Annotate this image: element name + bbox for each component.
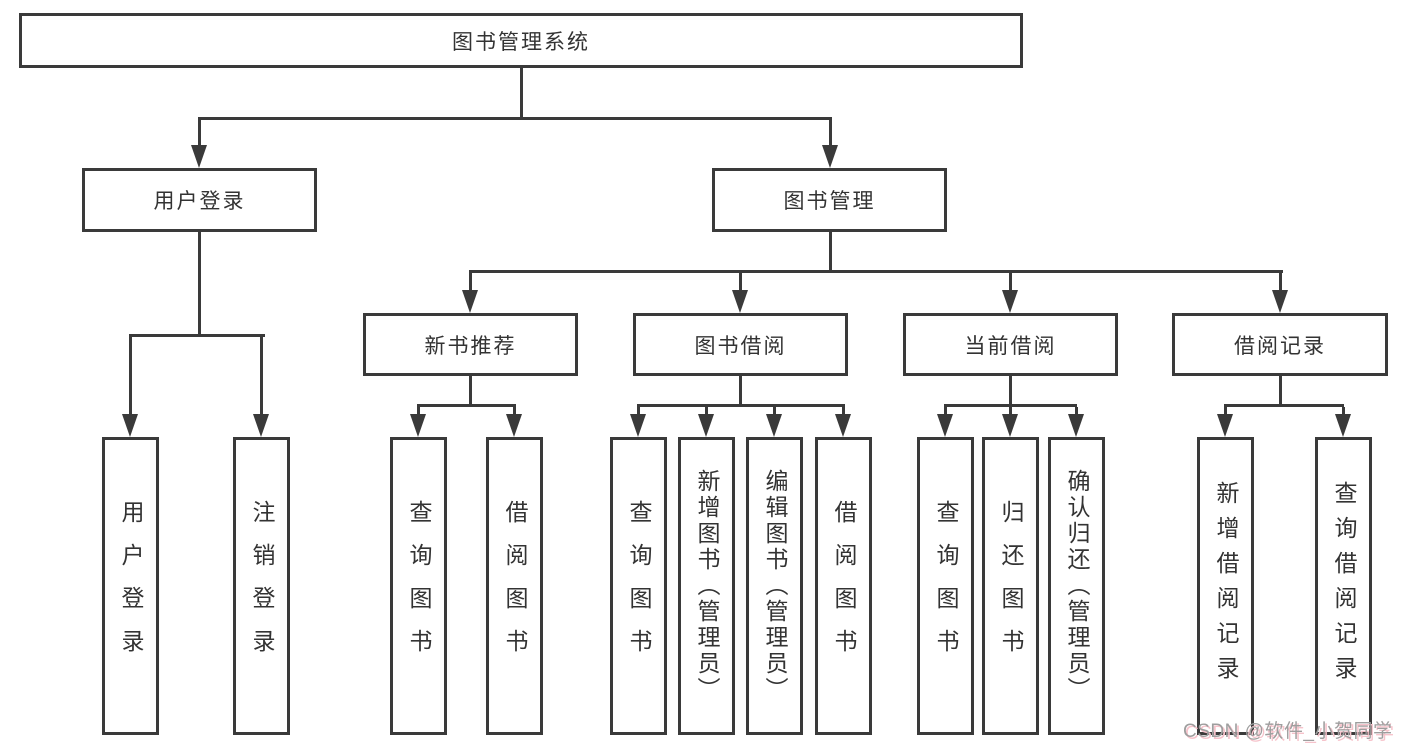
connector-line [198, 120, 201, 147]
leaf-return-books: 归还图书 [982, 437, 1039, 735]
node-borrowing-records: 借阅记录 [1172, 313, 1388, 376]
leaf-label: 查询借阅记录 [1331, 481, 1357, 691]
connector-line [1342, 407, 1345, 416]
leaf-edit-book-admin: 编辑图书（管理员） [746, 437, 803, 735]
csdn-watermark: CSDN @软件_小贺同学 [1183, 721, 1393, 742]
node-library-management-system: 图书管理系统 [19, 13, 1023, 68]
arrowhead-down-icon [1335, 414, 1351, 437]
connector-line [260, 337, 263, 416]
connector-line [773, 407, 776, 416]
connector-line [1224, 407, 1227, 416]
connector-line [637, 407, 640, 416]
connector-line [1279, 376, 1282, 405]
arrowhead-down-icon [1002, 414, 1018, 437]
connector-line [513, 407, 516, 416]
node-current-borrowing: 当前借阅 [903, 313, 1118, 376]
arrowhead-down-icon [122, 414, 138, 437]
arrowhead-down-icon [506, 414, 522, 437]
arrowhead-down-icon [835, 414, 851, 437]
connector-line [739, 376, 742, 405]
connector-line [739, 273, 742, 292]
connector-line [1224, 404, 1344, 407]
connector-line [469, 376, 472, 405]
leaf-label: 查询图书 [933, 500, 959, 672]
arrowhead-down-icon [766, 414, 782, 437]
connector-line [417, 404, 516, 407]
leaf-query-books-recommend: 查询图书 [390, 437, 447, 735]
leaf-borrow-books-recommend: 借阅图书 [486, 437, 543, 735]
leaf-logout: 注销登录 [233, 437, 290, 735]
connector-line [705, 407, 708, 416]
arrowhead-down-icon [1002, 290, 1018, 313]
leaf-query-borrow-record: 查询借阅记录 [1315, 437, 1372, 735]
arrowhead-down-icon [253, 414, 269, 437]
arrowhead-down-icon [1272, 290, 1288, 313]
arrowhead-down-icon [630, 414, 646, 437]
leaf-confirm-return-admin: 确认归还（管理员） [1048, 437, 1105, 735]
connector-line [944, 407, 947, 416]
connector-line [1279, 273, 1282, 292]
connector-line [129, 334, 265, 337]
connector-line [520, 68, 523, 118]
node-new-book-recommendation: 新书推荐 [363, 313, 578, 376]
connector-line [417, 407, 420, 416]
leaf-label: 确认归还（管理员） [1064, 469, 1090, 703]
leaf-label: 借阅图书 [502, 500, 528, 672]
leaf-label: 编辑图书（管理员） [762, 469, 788, 703]
node-book-management: 图书管理 [712, 168, 947, 232]
leaf-user-login: 用户登录 [102, 437, 159, 735]
leaf-label: 新增图书（管理员） [694, 469, 720, 703]
connector-line [1009, 273, 1012, 292]
leaf-label: 查询图书 [406, 500, 432, 672]
connector-line [198, 232, 201, 335]
node-user-login: 用户登录 [82, 168, 317, 232]
arrowhead-down-icon [1217, 414, 1233, 437]
connector-line [469, 270, 1283, 273]
connector-line [469, 273, 472, 292]
arrowhead-down-icon [937, 414, 953, 437]
arrowhead-down-icon [191, 145, 207, 168]
connector-line [944, 404, 1077, 407]
connector-line [637, 404, 845, 407]
arrowhead-down-icon [462, 290, 478, 313]
leaf-add-book-admin: 新增图书（管理员） [678, 437, 735, 735]
leaf-add-borrow-record: 新增借阅记录 [1197, 437, 1254, 735]
leaf-label: 注销登录 [249, 500, 275, 672]
arrowhead-down-icon [410, 414, 426, 437]
node-book-borrowing: 图书借阅 [633, 313, 848, 376]
connector-line [1009, 376, 1012, 405]
arrowhead-down-icon [822, 145, 838, 168]
leaf-query-books-current: 查询图书 [917, 437, 974, 735]
leaf-label: 新增借阅记录 [1213, 481, 1239, 691]
leaf-label: 归还图书 [998, 500, 1024, 672]
arrowhead-down-icon [698, 414, 714, 437]
connector-line [842, 407, 845, 416]
leaf-borrow-books-borrowing: 借阅图书 [815, 437, 872, 735]
leaf-label: 借阅图书 [831, 500, 857, 672]
arrowhead-down-icon [732, 290, 748, 313]
connector-line [1075, 407, 1078, 416]
connector-line [1009, 407, 1012, 416]
connector-line [129, 337, 132, 416]
arrowhead-down-icon [1068, 414, 1084, 437]
leaf-query-books-borrowing: 查询图书 [610, 437, 667, 735]
leaf-label: 查询图书 [626, 500, 652, 672]
connector-line [198, 117, 832, 120]
leaf-label: 用户登录 [118, 500, 144, 672]
connector-line [829, 232, 832, 271]
connector-line [829, 120, 832, 147]
